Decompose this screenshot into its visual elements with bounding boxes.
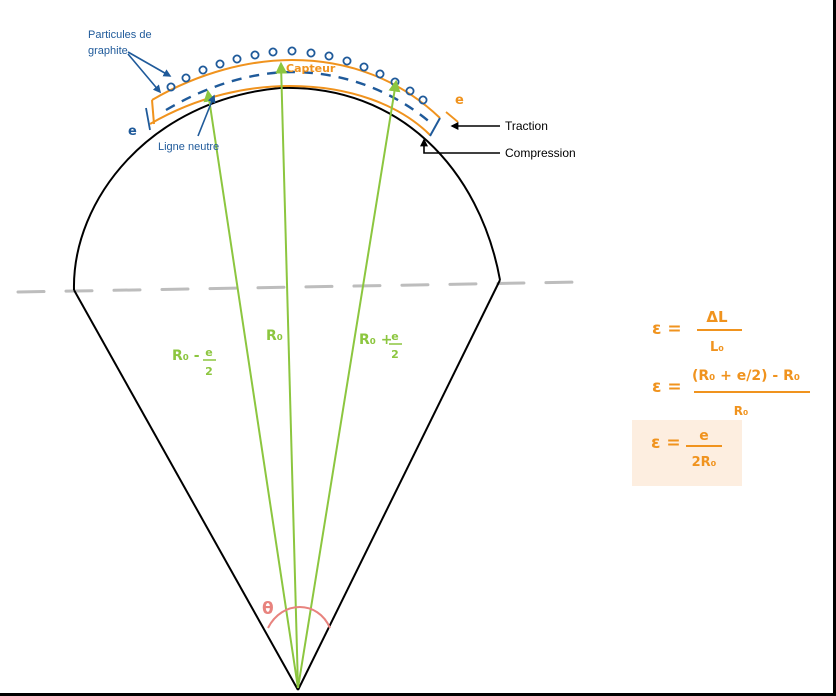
graphite-particles xyxy=(166,46,428,105)
sensor-inner-edge xyxy=(149,84,431,136)
formula-3: ε = e 2R₀ xyxy=(651,428,722,470)
thickness-label-left: e xyxy=(128,124,137,139)
sensor-right-cap xyxy=(429,117,441,137)
graphite-particle xyxy=(359,62,369,72)
bottom-frame-border xyxy=(0,693,836,696)
radius-label-right: R₀ + e 2 xyxy=(359,330,402,361)
svg-text:2R₀: 2R₀ xyxy=(692,455,717,470)
formula-2: ε = (R₀ + e/2) - R₀ R₀ xyxy=(652,368,810,418)
graphite-label-line1: Particules de xyxy=(88,29,152,41)
radius-arrow-left xyxy=(203,89,299,689)
thickness-bracket-right xyxy=(445,111,459,123)
formula-1: ε = ΔL L₀ xyxy=(652,308,742,355)
svg-text:(R₀ + e/2) - R₀: (R₀ + e/2) - R₀ xyxy=(692,368,800,384)
thickness-label-right: e xyxy=(455,93,464,108)
radius-label-left: R₀ - e 2 xyxy=(172,346,216,378)
graphite-particle xyxy=(418,95,428,105)
svg-text:R₀ -: R₀ - xyxy=(172,348,200,364)
svg-text:e: e xyxy=(699,428,709,444)
svg-text:R₀: R₀ xyxy=(734,404,749,418)
graphite-particle xyxy=(250,50,260,60)
graphite-particle xyxy=(405,86,415,96)
graphite-particle xyxy=(287,46,297,56)
graphite-particle xyxy=(166,82,176,92)
svg-text:ΔL: ΔL xyxy=(706,308,728,326)
graphite-arrow-2 xyxy=(127,53,162,94)
graphite-particle xyxy=(198,65,208,75)
svg-text:2: 2 xyxy=(391,348,399,361)
svg-text:e: e xyxy=(205,346,212,359)
graphite-label-line2: graphite xyxy=(88,45,128,57)
graphite-particle xyxy=(181,73,191,83)
angle-label: θ xyxy=(262,599,274,619)
graphite-particle xyxy=(375,69,385,79)
thickness-bracket-left xyxy=(145,107,151,131)
formula-3-highlight xyxy=(632,420,742,486)
svg-text:2: 2 xyxy=(205,365,213,378)
right-frame-border xyxy=(833,0,836,696)
compression-arrow xyxy=(420,138,500,154)
angle-arc xyxy=(267,606,331,629)
sensor-label: Capteur xyxy=(286,62,336,75)
graphite-particle xyxy=(306,48,316,58)
graphite-arrow-1 xyxy=(127,51,172,77)
neutral-line xyxy=(165,70,433,125)
graphite-particle xyxy=(232,54,242,64)
radius-arrow-middle xyxy=(275,61,299,689)
graphite-particle xyxy=(324,51,334,61)
svg-text:ε =: ε = xyxy=(652,377,682,397)
sector-right-edge xyxy=(297,279,501,691)
svg-text:ε =: ε = xyxy=(651,433,681,453)
svg-text:e: e xyxy=(391,330,398,343)
neutral-line-arrow xyxy=(197,94,216,137)
sector-arc-outline xyxy=(72,86,501,291)
sensor-left-cap xyxy=(151,99,155,125)
svg-text:R₀ +: R₀ + xyxy=(359,332,393,348)
sector-left-edge xyxy=(73,289,299,691)
svg-text:ε =: ε = xyxy=(652,319,682,339)
graphite-particle xyxy=(215,59,225,69)
traction-label: Traction xyxy=(505,119,548,133)
compression-label: Compression xyxy=(505,146,576,160)
graphite-particle xyxy=(342,56,352,66)
svg-text:L₀: L₀ xyxy=(710,340,724,355)
radius-label-middle: R₀ xyxy=(266,328,283,344)
radius-arrow-right xyxy=(297,79,401,689)
graphite-particle xyxy=(268,47,278,57)
neutral-line-label: Ligne neutre xyxy=(158,141,219,153)
